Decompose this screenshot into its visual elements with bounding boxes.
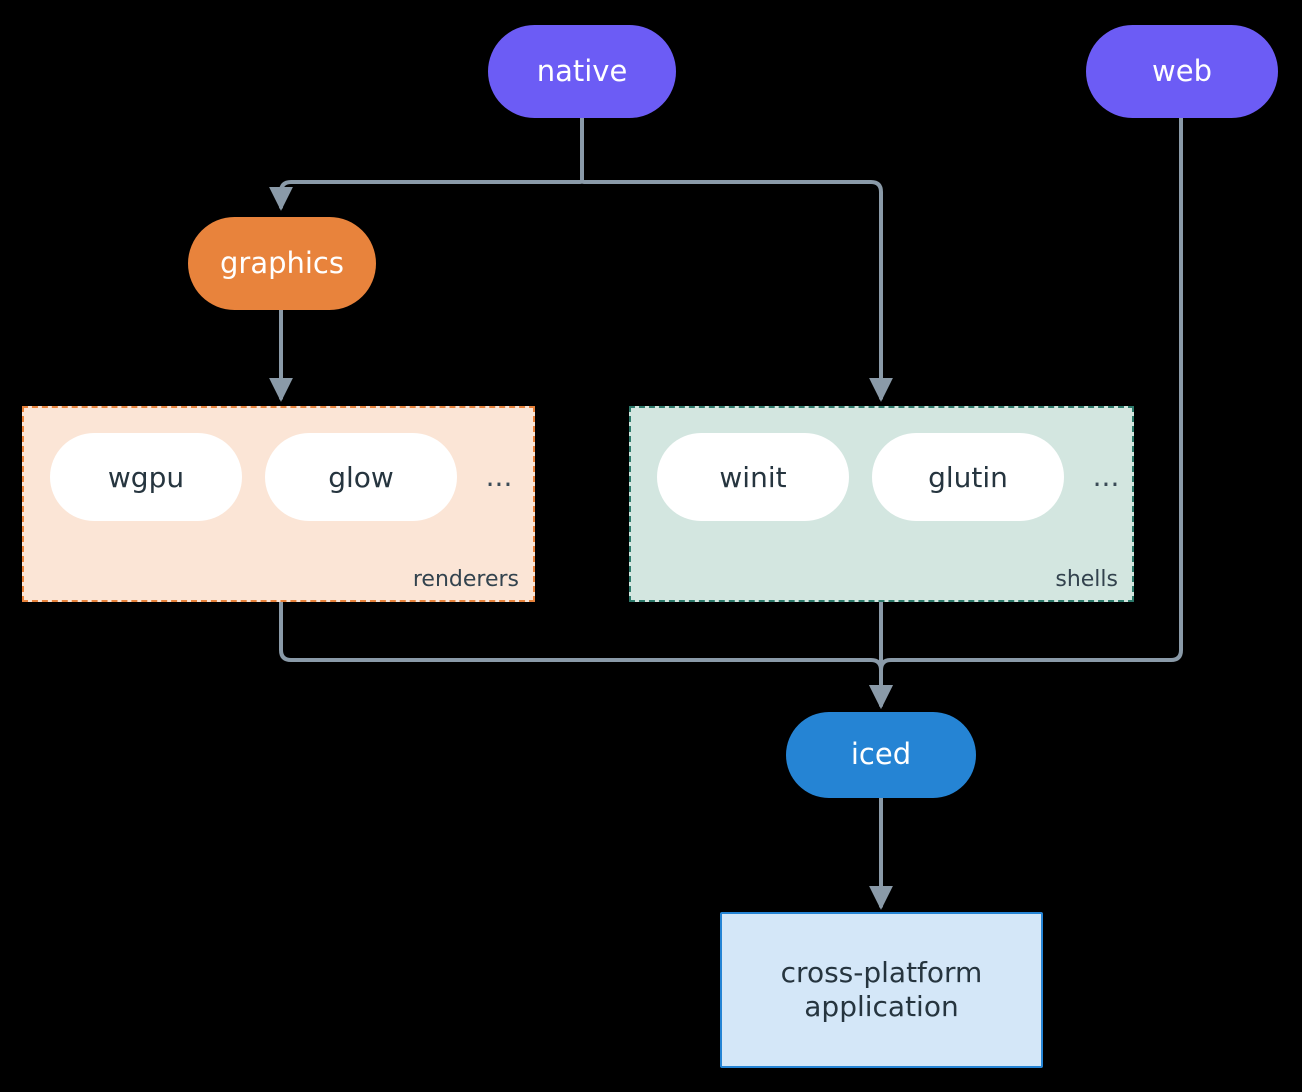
cluster-shells-label: shells [1055,567,1118,592]
leaf-glutin-label: glutin [928,460,1008,494]
leaf-glow[interactable]: glow [265,433,457,521]
leaf-winit[interactable]: winit [657,433,849,521]
cluster-renderers-label: renderers [412,567,519,592]
leaf-wgpu-label: wgpu [107,460,185,494]
node-web-label: web [1152,53,1212,88]
cluster-renderers: wgpu glow ... renderers [22,406,535,602]
node-iced[interactable]: iced [786,712,976,798]
leaf-wgpu[interactable]: wgpu [50,433,242,521]
cluster-shells: winit glutin ... shells [629,406,1134,602]
edge-renderers-to-iced [279,600,893,709]
node-graphics-label: graphics [219,245,344,280]
node-iced-label: iced [850,737,912,772]
renderers-ellipsis: ... [485,460,513,493]
leaf-winit-label: winit [719,460,787,494]
node-application[interactable]: cross-platform application [720,912,1043,1068]
leaf-glow-label: glow [328,460,394,494]
node-native[interactable]: native [488,25,676,118]
leaf-glutin[interactable]: glutin [872,433,1064,521]
node-graphics[interactable]: graphics [188,217,376,310]
shells-ellipsis: ... [1092,460,1120,493]
node-native-label: native [536,53,628,88]
edge-native-to-graphics [269,116,584,211]
node-application-label-line2: application [804,990,959,1023]
edge-native-to-shells [580,178,893,402]
node-application-label-line1: cross-platform [780,955,983,989]
node-web[interactable]: web [1086,25,1278,118]
